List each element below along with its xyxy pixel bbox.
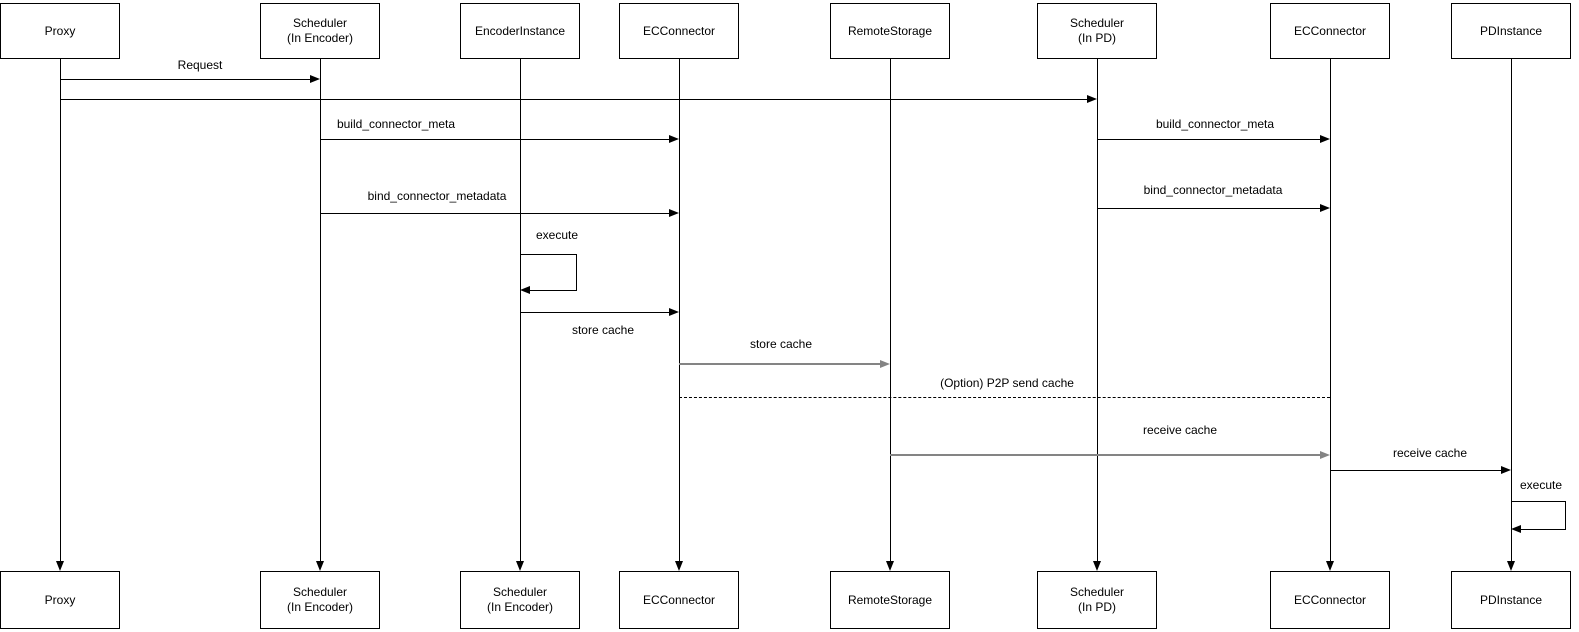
self-message-label: execute [1520, 478, 1563, 492]
participant-top-box-label: Proxy [44, 23, 76, 38]
participant-bottom-box-sublabel: (In PD) [1077, 600, 1116, 614]
participant-bottom-box-label: RemoteStorage [847, 592, 933, 607]
message-arrowhead [1320, 134, 1330, 143]
participant-bottom-box-sublabel: (In Encoder) [486, 600, 554, 614]
lifeline [519, 59, 521, 561]
message-line [1097, 207, 1323, 209]
lifeline [319, 59, 321, 561]
message-label: (Option) P2P send cache [940, 376, 1074, 390]
message-line [1097, 138, 1323, 140]
message-line [1330, 469, 1504, 471]
message-label: bind_connector_metadata [367, 189, 507, 203]
message-line [890, 454, 1323, 456]
lifeline [59, 59, 61, 561]
message-line [679, 363, 883, 365]
self-message-bottom-line [1521, 528, 1566, 530]
participant-top-box: RemoteStorage [830, 3, 950, 59]
message-label: store cache [749, 337, 813, 351]
message-arrowhead [1320, 450, 1330, 459]
lifeline-end-arrowhead [1506, 561, 1515, 571]
participant-bottom-box-label: Scheduler [1069, 585, 1125, 599]
participant-bottom-box: Scheduler(In Encoder) [460, 571, 580, 629]
participant-bottom-box-label: Scheduler [292, 585, 348, 599]
message-arrowhead [880, 359, 890, 368]
message-label: build_connector_meta [1155, 117, 1275, 131]
participant-top-box-label: Scheduler [292, 16, 348, 30]
lifeline [678, 59, 680, 561]
participant-bottom-box: Scheduler(In Encoder) [260, 571, 380, 629]
lifeline [1096, 59, 1098, 561]
lifeline-end-arrowhead [315, 561, 324, 571]
participant-top-box-label: PDInstance [1479, 23, 1543, 38]
participant-bottom-box: PDInstance [1451, 571, 1571, 629]
participant-bottom-box-sublabel: (In Encoder) [286, 600, 354, 614]
message-label: receive cache [1392, 446, 1468, 460]
participant-top-box-sublabel: (In PD) [1077, 31, 1116, 45]
message-line [320, 212, 672, 214]
participant-bottom-box-label: PDInstance [1479, 592, 1543, 607]
participant-top-box: Scheduler(In PD) [1037, 3, 1157, 59]
message-label: store cache [571, 323, 635, 337]
participant-bottom-box: RemoteStorage [830, 571, 950, 629]
participant-bottom-box-label: ECConnector [1293, 592, 1367, 607]
participant-top-box: ECConnector [619, 3, 739, 59]
lifeline-end-arrowhead [1092, 561, 1101, 571]
lifeline [889, 59, 891, 561]
message-arrowhead [1501, 465, 1511, 474]
message-label: Request [177, 58, 223, 72]
message-line [60, 98, 1090, 100]
message-line [320, 138, 672, 140]
participant-bottom-box: Proxy [0, 571, 120, 629]
participant-top-box: Scheduler(In Encoder) [260, 3, 380, 59]
message-label: bind_connector_metadata [1143, 183, 1283, 197]
message-arrowhead [1320, 203, 1330, 212]
self-message-right-line [1565, 501, 1566, 529]
message-arrowhead [669, 134, 679, 143]
participant-bottom-box-label: ECConnector [642, 592, 716, 607]
lifeline-end-arrowhead [1325, 561, 1334, 571]
lifeline-end-arrowhead [515, 561, 524, 571]
participant-top-box: EncoderInstance [460, 3, 580, 59]
self-message-right-line [576, 254, 577, 290]
lifeline-end-arrowhead [55, 561, 64, 571]
participant-bottom-box: ECConnector [1270, 571, 1390, 629]
message-arrowhead [669, 208, 679, 217]
message-arrowhead [1087, 94, 1097, 103]
participant-top-box: Proxy [0, 3, 120, 59]
message-line [520, 311, 672, 313]
self-message-arrowhead [520, 285, 530, 294]
participant-top-box-label: ECConnector [1293, 23, 1367, 38]
participant-top-box: ECConnector [1270, 3, 1390, 59]
self-message-label: execute [536, 228, 579, 242]
message-label: receive cache [1142, 423, 1218, 437]
message-line [60, 78, 313, 80]
participant-top-box-sublabel: (In Encoder) [286, 31, 354, 45]
participant-top-box-label: Scheduler [1069, 16, 1125, 30]
participant-top-box-label: ECConnector [642, 23, 716, 38]
participant-bottom-box-label: Scheduler [492, 585, 548, 599]
message-label: build_connector_meta [336, 117, 456, 131]
self-message-top-line [520, 253, 577, 255]
self-message-top-line [1511, 500, 1566, 502]
message-arrowhead [310, 74, 320, 83]
participant-bottom-box: Scheduler(In PD) [1037, 571, 1157, 629]
participant-bottom-box-label: Proxy [44, 592, 76, 607]
participant-top-box-label: RemoteStorage [847, 23, 933, 38]
lifeline-end-arrowhead [674, 561, 683, 571]
message-arrowhead [669, 307, 679, 316]
lifeline-end-arrowhead [885, 561, 894, 571]
participant-bottom-box: ECConnector [619, 571, 739, 629]
participant-top-box: PDInstance [1451, 3, 1571, 59]
lifeline [1510, 59, 1512, 561]
self-message-bottom-line [530, 289, 577, 291]
self-message-arrowhead [1511, 524, 1521, 533]
lifeline [1329, 59, 1331, 561]
participant-top-box-label: EncoderInstance [474, 23, 566, 38]
message-line-dashed [679, 396, 1330, 398]
